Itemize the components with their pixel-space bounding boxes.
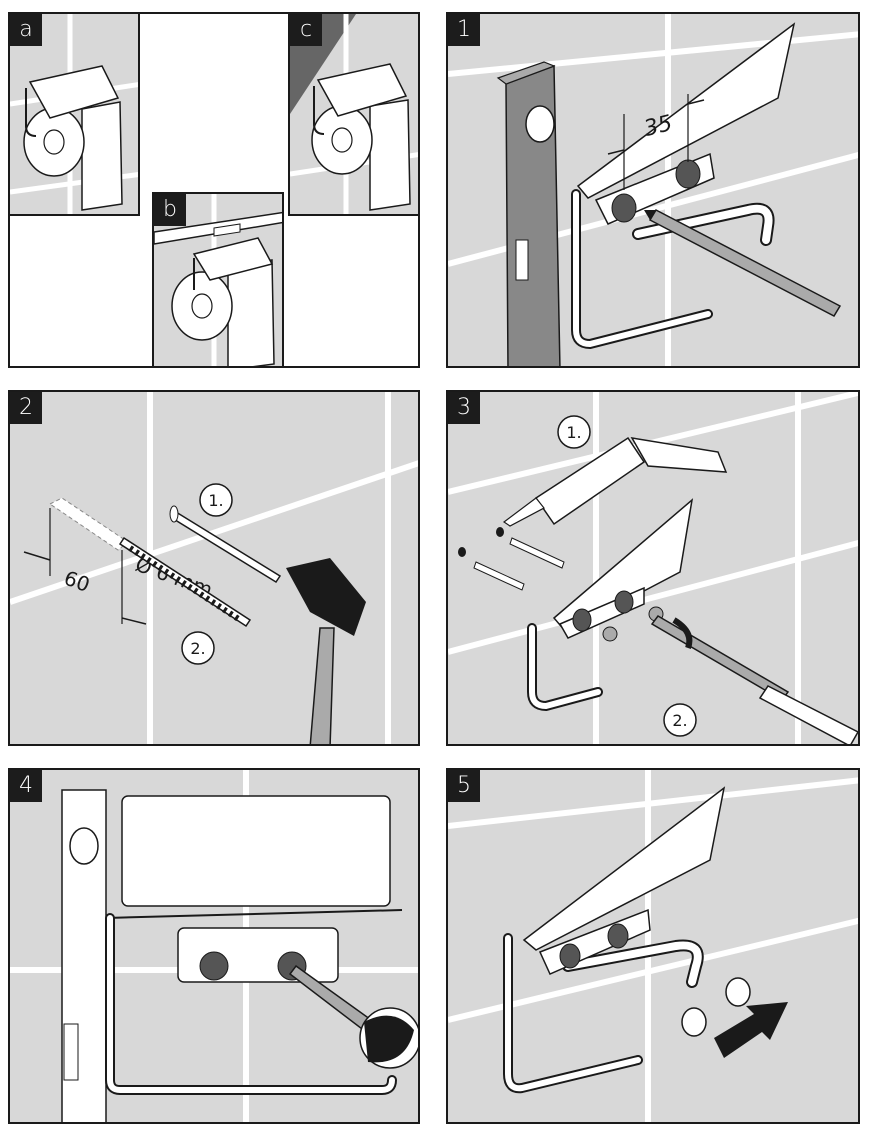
step-5-tag: 5: [448, 770, 480, 802]
variant-a-panel: a: [8, 12, 140, 216]
variant-b-tag: b: [154, 194, 186, 226]
callout-2: 2.: [672, 711, 687, 730]
step-2-tag: 2: [10, 392, 42, 424]
step-3-tag: 3: [448, 392, 480, 424]
step-3-drawing: 1. 2.: [448, 392, 858, 744]
variant-c-tag: c: [290, 14, 322, 46]
step-5-panel: 5: [446, 768, 860, 1124]
distance-label: 60: [61, 566, 93, 597]
step-1-panel: 35 1: [446, 12, 860, 368]
step-2-panel: 60 Ø 6 mm 1. 2. 2: [8, 390, 420, 746]
step-5-drawing: [448, 770, 858, 1122]
variants-panel: a b c: [8, 12, 420, 368]
callout-2: 2.: [190, 639, 205, 658]
callout-1: 1.: [566, 423, 581, 442]
step-4-drawing: [10, 770, 418, 1122]
step-1-drawing: 35: [448, 14, 858, 366]
step-1-tag: 1: [448, 14, 480, 46]
step-4-panel: 4: [8, 768, 420, 1124]
variant-a-tag: a: [10, 14, 42, 46]
step-2-drawing: 60 Ø 6 mm 1. 2.: [10, 392, 418, 744]
variant-b-panel: b: [152, 192, 284, 368]
variant-c-panel: c: [288, 12, 420, 216]
step-3-panel: 1. 2. 3: [446, 390, 860, 746]
step-4-tag: 4: [10, 770, 42, 802]
callout-1: 1.: [208, 491, 223, 510]
